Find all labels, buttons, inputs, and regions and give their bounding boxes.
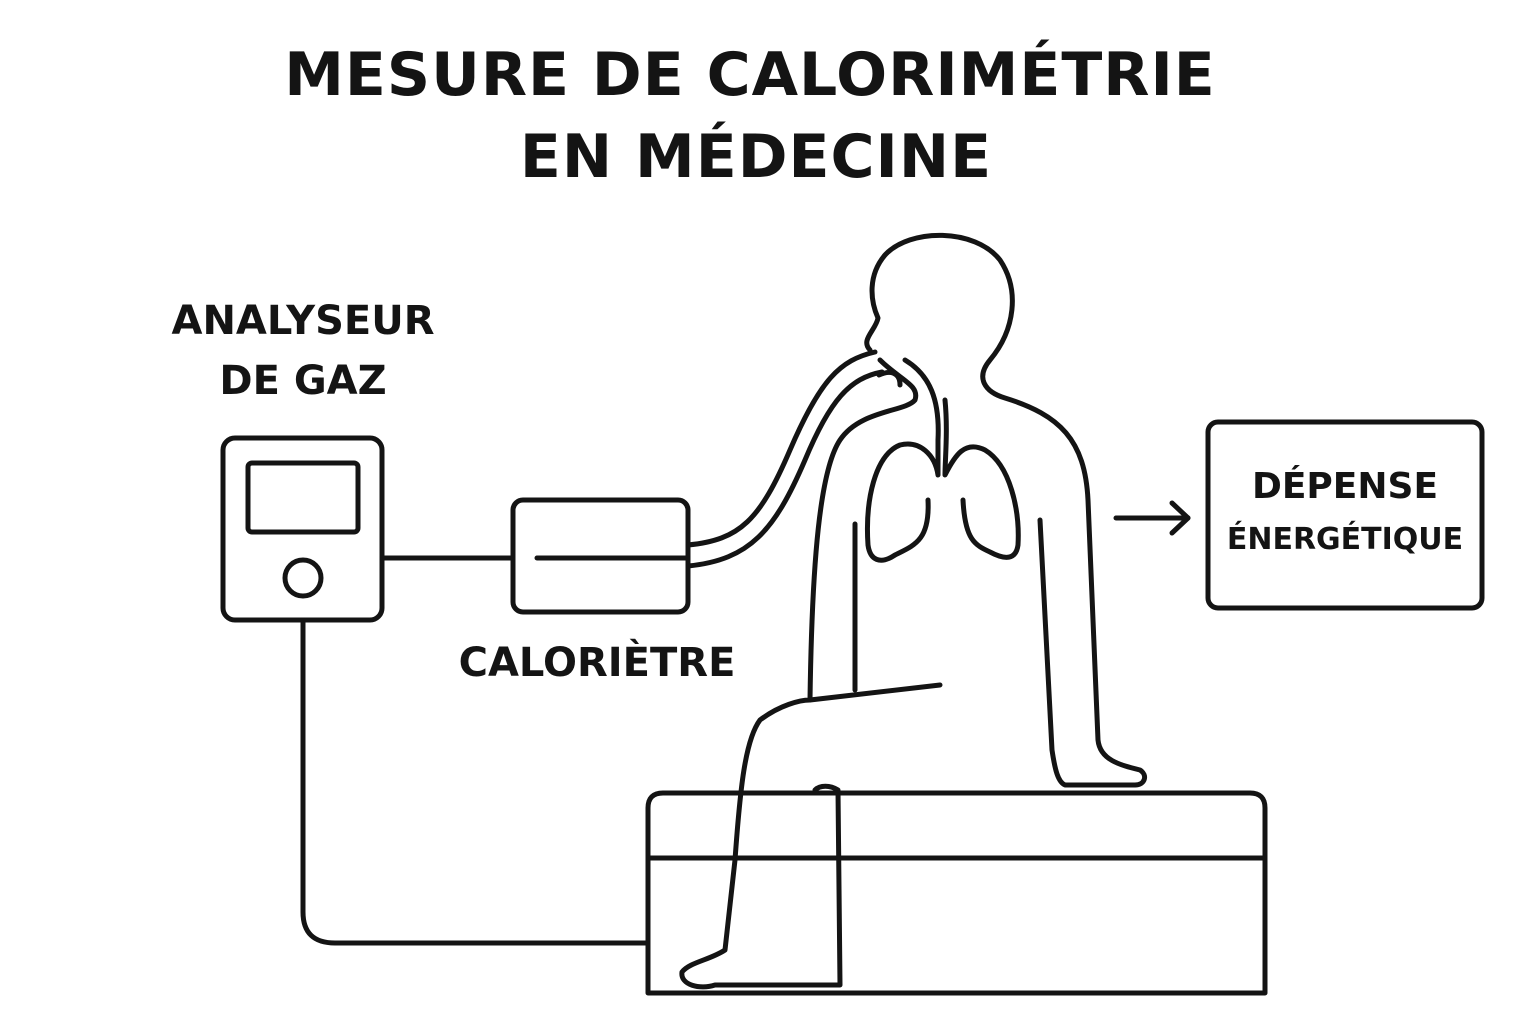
analyzer-cable [300,617,651,946]
output-label-line-2: ÉNERGÉTIQUE [1226,522,1464,557]
calorimeter-label: CALORIÈTRE [458,640,736,686]
calorimeter-device [510,497,691,615]
analyzer-label-line-2: DE GAZ [219,358,387,404]
gas-analyzer-device [220,435,385,623]
breathing-tube [685,349,885,569]
analyzer-label-line-1: ANALYSEUR [171,298,435,344]
title-line-1: MESURE DE CALORIMÉTRIE [284,40,1216,110]
output-label-line-1: DÉPENSE [1251,466,1439,507]
title-line-2: EN MÉDECINE [519,122,993,192]
analyzer-screen [245,460,361,535]
person-outline [679,232,1148,990]
analyzer-knob [282,557,324,599]
arrow-right-icon [1113,500,1191,536]
energy-expenditure-box [1205,419,1485,611]
bench [645,790,1268,996]
